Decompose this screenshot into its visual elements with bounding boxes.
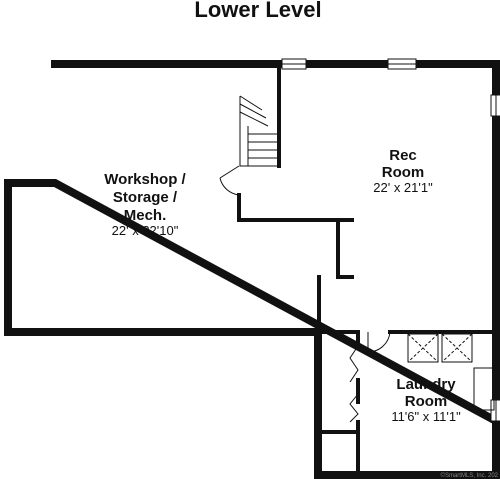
plan-title: Lower Level [194,0,321,22]
interior-walls [237,62,498,477]
laundry-fixtures [407,333,495,411]
exterior-walls [4,60,500,479]
room-label-laundry: Laundry Room 11'6" x 11'1" [391,376,461,424]
door-laundry-swing [367,331,391,353]
windows [281,58,500,422]
staircase [239,95,279,167]
door-workshop-swing [219,165,240,196]
room-dimensions: 22' x 22'10" [112,223,179,238]
room-name-line: Mech. [124,207,167,224]
room-dimensions: 22' x 21'1" [373,180,433,195]
room-name-line: Laundry [396,376,456,393]
washer [407,333,439,363]
room-label-workshop: Workshop / Storage / Mech. 22' x 22'10" [104,171,186,238]
room-name-line: Room [382,164,425,181]
doors [219,165,391,423]
room-dimensions: 11'6" x 11'1" [391,409,461,424]
laundry-counter [473,367,495,411]
room-name-line: Workshop / [104,171,186,188]
copyright-watermark: ©SmartMLS, Inc. 202 [441,472,499,479]
room-name-line: Room [405,393,448,410]
room-label-rec-room: Rec Room 22' x 21'1" [373,147,433,195]
room-name-line: Storage / [113,189,178,206]
room-name-line: Rec [389,147,417,164]
dryer [441,333,473,363]
closet-bifold-upper [349,345,359,383]
closet-bifold-lower [349,393,359,423]
